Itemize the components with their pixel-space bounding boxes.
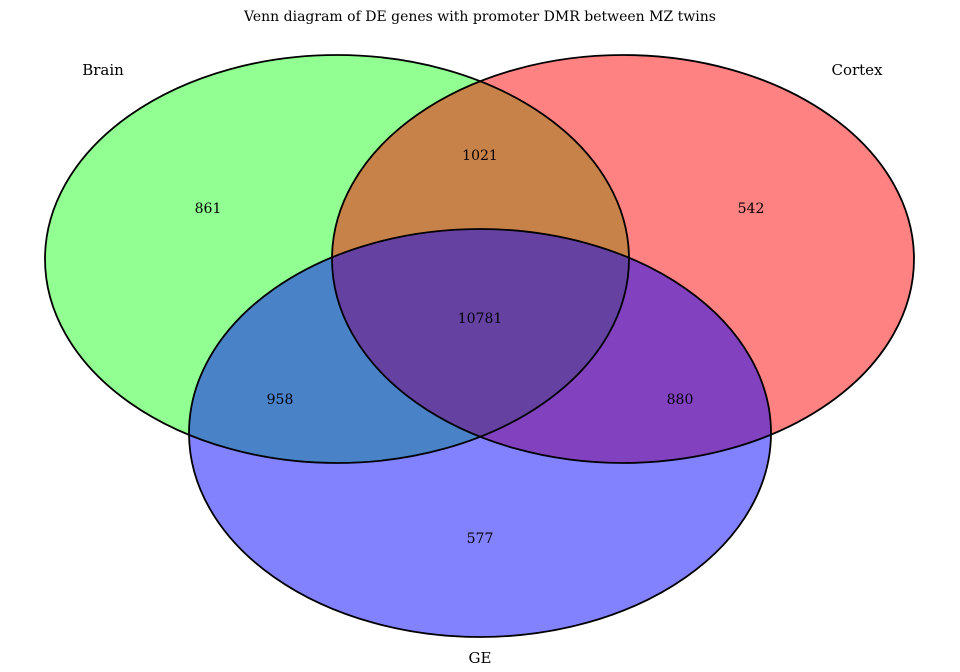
count-cortex-ge: 880 [667, 392, 694, 408]
brain-outline [44, 54, 630, 464]
ge-outline [188, 228, 772, 638]
count-brain-ge: 958 [267, 392, 294, 408]
ge-ellipse [189, 229, 771, 637]
set-label-brain: Brain [82, 61, 124, 79]
set-label-ge: GE [469, 649, 492, 667]
count-brain-cortex: 1021 [462, 148, 498, 164]
count-brain-only: 861 [195, 201, 222, 217]
set-label-cortex: Cortex [831, 61, 883, 79]
cortex-outline [331, 54, 915, 464]
count-all-three: 10781 [458, 311, 503, 327]
count-ge-only: 577 [467, 531, 494, 547]
brain-ellipse [45, 55, 629, 463]
set-ellipses [44, 54, 915, 638]
count-cortex-only: 542 [738, 201, 765, 217]
cortex-ellipse [332, 55, 914, 463]
diagram-title: Venn diagram of DE genes with promoter D… [243, 9, 716, 25]
